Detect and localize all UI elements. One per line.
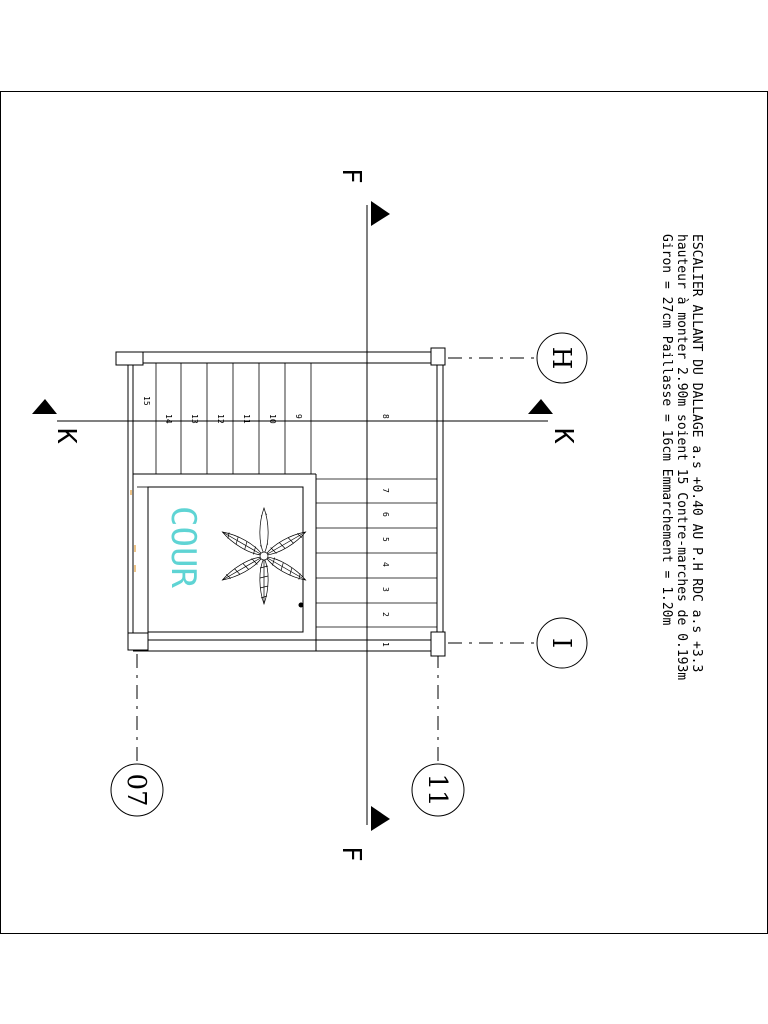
section-label-f-bottom: F xyxy=(336,846,366,862)
step-numbers: 1 2 3 4 5 6 7 8 9 10 11 12 13 14 15 xyxy=(142,396,390,647)
axis-lines xyxy=(136,357,537,765)
stair-notes: ESCALIER ALLANT DU DALLAGE a.s +0.40 AU … xyxy=(659,234,704,680)
step-number: 6 xyxy=(381,512,390,517)
section-label-f-top: F xyxy=(336,168,366,184)
axis-label-h: H xyxy=(546,347,576,370)
note-line-2: hauteur à monter 2.90m soient 15 Contre-… xyxy=(674,234,689,680)
column-bottom-left xyxy=(127,632,149,651)
treads-upper xyxy=(155,363,312,474)
section-arrow-k-left xyxy=(32,399,57,414)
step-number: 12 xyxy=(216,414,225,424)
axis-bubble-h xyxy=(536,332,588,384)
axis-bubble-i xyxy=(536,617,588,669)
courtyard: COUR xyxy=(130,486,307,633)
section-arrow-f-top xyxy=(371,201,390,226)
section-label-k-left: K xyxy=(51,428,81,444)
step-number: 14 xyxy=(164,414,173,424)
section-line-f: F F xyxy=(336,168,390,862)
axis-label-07: 07 xyxy=(121,773,151,806)
step-number: 4 xyxy=(381,562,390,567)
section-label-k-right: K xyxy=(548,428,578,444)
stair-walls xyxy=(115,347,446,657)
column-top-left xyxy=(115,351,144,366)
step-number: 13 xyxy=(190,414,199,424)
step-number: 5 xyxy=(381,537,390,542)
section-line-k: K K xyxy=(32,399,578,444)
column-top-right xyxy=(430,347,446,366)
axis-bubbles: H I 07 11 xyxy=(110,332,588,817)
palm-tree-symbol xyxy=(221,506,307,606)
step-number: 3 xyxy=(381,587,390,592)
step-number: 11 xyxy=(242,414,251,424)
axis-bubble-07 xyxy=(110,763,164,817)
step-number: 15 xyxy=(142,396,151,406)
note-line-3: Giron = 27cm Paillasse = 16cm Emmarcheme… xyxy=(659,234,674,626)
column-bottom-right xyxy=(430,631,446,657)
courtyard-boundary xyxy=(147,486,304,633)
note-line-1: ESCALIER ALLANT DU DALLAGE a.s +0.40 AU … xyxy=(689,234,704,672)
axis-label-i: I xyxy=(546,638,576,648)
step-number: 1 xyxy=(381,642,390,647)
courtyard-label: COUR xyxy=(163,506,203,588)
section-arrow-f-bottom xyxy=(371,806,390,831)
step-number: 2 xyxy=(381,612,390,617)
treads-lower xyxy=(316,478,437,628)
step-number: 10 xyxy=(268,414,277,424)
courtyard-marker xyxy=(298,602,304,608)
axis-bubble-11 xyxy=(411,763,465,817)
axis-label-11: 11 xyxy=(422,773,452,806)
step-number: 7 xyxy=(381,488,390,493)
step-number: 8 xyxy=(381,414,390,419)
step-number: 9 xyxy=(294,414,303,419)
section-arrow-k-right xyxy=(528,399,553,414)
